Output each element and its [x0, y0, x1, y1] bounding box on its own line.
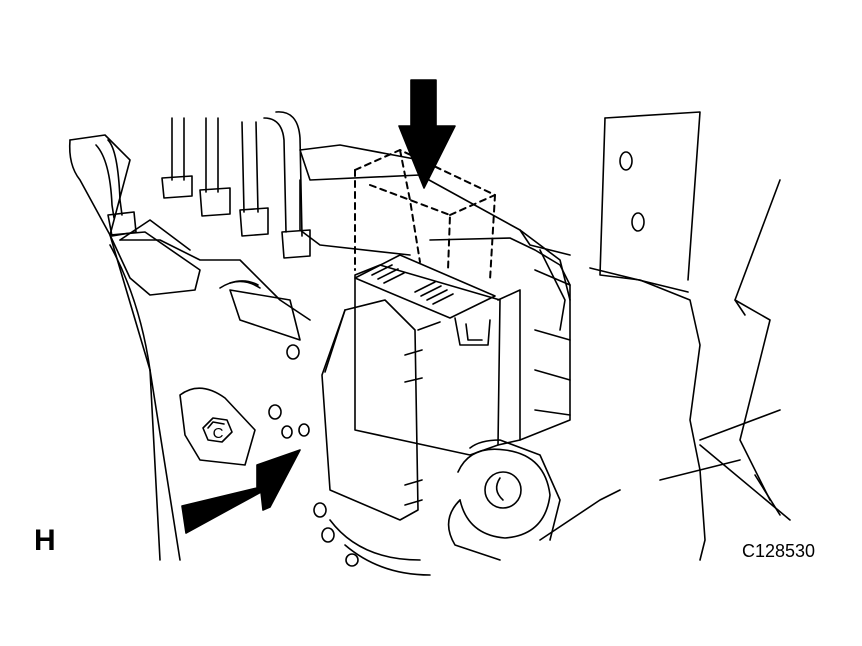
- down-arrow-icon: [398, 79, 456, 189]
- connector-latch: [354, 254, 496, 319]
- pipe-nut-1: [107, 211, 137, 237]
- alignment-guides: [354, 149, 496, 281]
- body-panel-right: [589, 111, 791, 561]
- connector-front: [321, 299, 419, 521]
- pipe-nut-4: [239, 207, 269, 237]
- bracket-ear: [179, 387, 256, 466]
- view-letter: H: [34, 524, 56, 557]
- ecu-housing: [321, 237, 571, 521]
- pipe-nut-3: [199, 187, 231, 217]
- block-hole-1: [286, 344, 300, 360]
- right-arrow-icon: [181, 449, 301, 534]
- pump-motor: [447, 439, 621, 561]
- nut-icon: [202, 417, 233, 443]
- callout-label-c: C: [213, 425, 224, 442]
- actuator-block: [229, 144, 571, 576]
- pipe-nut-2: [161, 175, 193, 199]
- figure-id: C128530: [742, 541, 816, 561]
- panel-hole-upper: [619, 151, 633, 171]
- panel-hole-lower: [631, 212, 645, 232]
- brake-pipes: [95, 111, 311, 259]
- block-hole-2: [268, 404, 282, 420]
